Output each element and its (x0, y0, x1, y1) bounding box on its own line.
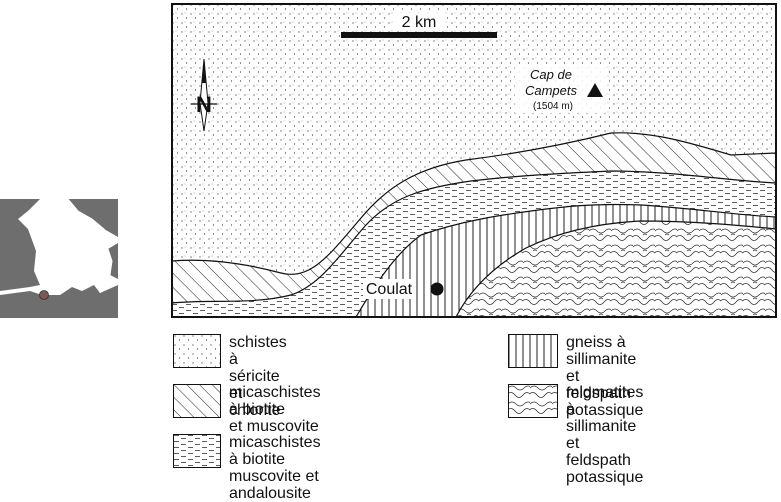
legend-line: feldspath potassique (566, 452, 644, 486)
inset-land-italy (108, 243, 118, 279)
legend-line: gneiss à sillimanite et (566, 334, 637, 385)
scale-bar (341, 32, 497, 38)
legend-line: et chlorite (229, 385, 281, 419)
scale-label: 2 km (402, 14, 437, 31)
legend-line: migmatites à sillimanite et (566, 384, 644, 452)
north-label: N (196, 92, 212, 117)
legend-swatch-gneiss (508, 334, 558, 368)
legend-item-migmatites: migmatites à sillimanite et feldspath po… (508, 384, 643, 486)
legend-line: micaschistes à biotite (229, 434, 321, 468)
legend-swatch-micaschistes-bma (173, 434, 221, 468)
inset-location-marker (39, 290, 49, 300)
north-arrow-tip (202, 59, 206, 83)
inset-land-south (0, 285, 118, 318)
legend-label-micaschistes-bma: micaschistes à biotite muscovite et anda… (229, 434, 321, 502)
town-marker-icon (430, 282, 444, 296)
scale-label-bg (393, 13, 445, 31)
peak-name-line2: Campets (525, 83, 578, 98)
legend-swatch-micaschistes-bm (173, 384, 221, 418)
legend-line: micaschistes à biotite (229, 384, 321, 418)
peak-triangle-icon (587, 83, 603, 97)
legend-item-micaschistes-bma: micaschistes à biotite muscovite et anda… (173, 434, 321, 502)
legend-item-schistes: schistes à séricite et chlorite (173, 334, 287, 419)
legend-label-migmatites: migmatites à sillimanite et feldspath po… (566, 384, 643, 486)
north-arrow: N (191, 58, 217, 132)
legend-label-micaschistes-bm: micaschistes à biotite et muscovite (229, 384, 321, 435)
town-label: Coulat (366, 281, 413, 298)
map-border (171, 3, 777, 318)
legend-swatch-schistes (173, 334, 221, 368)
legend-line: et muscovite (229, 418, 319, 435)
north-arrow-needle (199, 58, 209, 132)
geological-map: 2 km N Cap de Campets (1504 m) Coulat (171, 3, 777, 318)
inset-land-northeast (68, 199, 118, 237)
legend-item-gneiss: gneiss à sillimanite et feldspath potass… (508, 334, 643, 419)
legend-line: feldspath potassique (566, 385, 644, 419)
legend-item-micaschistes-bm: micaschistes à biotite et muscovite (173, 384, 321, 435)
inset-land-west (0, 199, 40, 291)
peak-name-line1: Cap de (530, 67, 572, 82)
legend-label-gneiss: gneiss à sillimanite et feldspath potass… (566, 334, 643, 419)
unit-migmatites (455, 220, 777, 318)
town-label-bg (363, 279, 415, 299)
legend-line: schistes à séricite (229, 334, 287, 385)
location-inset-map (0, 199, 118, 318)
legend-swatch-migmatites (508, 384, 558, 418)
legend-label-schistes: schistes à séricite et chlorite (229, 334, 287, 419)
inset-france-border (39, 199, 113, 294)
legend-line: muscovite et andalousite (229, 468, 319, 502)
peak-elevation: (1504 m) (533, 101, 573, 112)
